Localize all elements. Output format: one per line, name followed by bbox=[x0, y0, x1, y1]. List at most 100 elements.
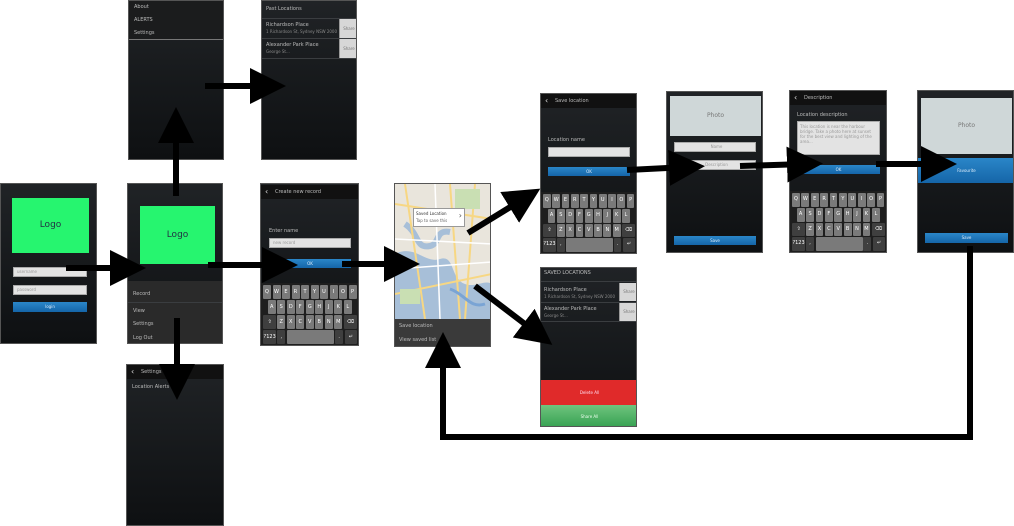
key-s[interactable]: S bbox=[556, 208, 565, 223]
key-s[interactable]: S bbox=[806, 207, 814, 222]
location-name-input[interactable] bbox=[548, 147, 630, 157]
space-key[interactable] bbox=[566, 238, 613, 252]
symbols-key[interactable]: ?123 bbox=[792, 237, 806, 251]
menu-item-logout[interactable]: Log Out bbox=[133, 335, 153, 341]
enter-key[interactable]: ↵ bbox=[344, 330, 358, 344]
key-z[interactable]: Z bbox=[556, 223, 565, 238]
backspace-key[interactable]: ⌫ bbox=[871, 222, 886, 237]
share-button[interactable]: Share bbox=[339, 39, 356, 58]
key-x[interactable]: X bbox=[815, 222, 824, 237]
key-o[interactable]: O bbox=[617, 194, 626, 208]
menu-item-settings[interactable]: Settings bbox=[134, 30, 155, 36]
key-v[interactable]: V bbox=[834, 222, 843, 237]
key-h[interactable]: H bbox=[594, 208, 602, 223]
menu-item-settings[interactable]: Settings bbox=[133, 321, 154, 327]
key-g[interactable]: G bbox=[834, 207, 843, 222]
key-v[interactable]: V bbox=[305, 315, 314, 329]
key-g[interactable]: G bbox=[584, 208, 593, 223]
key-a[interactable]: A bbox=[267, 300, 276, 314]
period-key[interactable]: . bbox=[863, 237, 872, 251]
list-item-name[interactable]: Richardson Place bbox=[266, 22, 309, 28]
key-x[interactable]: X bbox=[566, 223, 575, 238]
back-icon[interactable]: ‹ bbox=[545, 96, 549, 105]
shift-key[interactable]: ⇧ bbox=[792, 222, 806, 237]
login-button[interactable]: login bbox=[13, 302, 87, 312]
key-d[interactable]: D bbox=[566, 208, 575, 223]
photo-placeholder[interactable]: Photo bbox=[921, 98, 1012, 154]
key-j[interactable]: J bbox=[324, 300, 333, 314]
menu-item-record[interactable]: Record bbox=[133, 291, 151, 297]
comma-key[interactable]: , bbox=[806, 237, 814, 251]
backspace-key[interactable]: ⌫ bbox=[343, 315, 358, 329]
key-w[interactable]: W bbox=[272, 285, 281, 299]
key-m[interactable]: M bbox=[862, 222, 871, 237]
menu-item-about[interactable]: About bbox=[134, 4, 149, 10]
key-e[interactable]: E bbox=[282, 285, 290, 299]
backspace-key[interactable]: ⌫ bbox=[622, 223, 636, 238]
menu-item-alerts[interactable]: ALERTS bbox=[134, 17, 153, 23]
symbols-key[interactable]: ?123 bbox=[263, 330, 277, 344]
key-c[interactable]: C bbox=[575, 223, 584, 238]
key-t[interactable]: T bbox=[301, 285, 309, 299]
password-field[interactable]: password bbox=[13, 285, 87, 295]
share-button[interactable]: Share bbox=[339, 19, 356, 38]
enter-key[interactable]: ↵ bbox=[872, 237, 886, 251]
key-o[interactable]: O bbox=[339, 285, 347, 299]
save-button[interactable]: Save bbox=[674, 236, 756, 245]
key-j[interactable]: J bbox=[853, 207, 861, 222]
share-button[interactable]: Share bbox=[619, 303, 636, 321]
space-key[interactable] bbox=[815, 237, 863, 251]
ok-button[interactable]: OK bbox=[269, 259, 351, 268]
key-h[interactable]: H bbox=[843, 207, 852, 222]
key-m[interactable]: M bbox=[334, 315, 343, 329]
ok-button[interactable]: OK bbox=[797, 165, 880, 174]
share-button[interactable]: Share bbox=[619, 283, 636, 301]
key-o[interactable]: O bbox=[867, 193, 876, 207]
period-key[interactable]: . bbox=[335, 330, 344, 344]
space-key[interactable] bbox=[286, 330, 335, 344]
key-b[interactable]: B bbox=[843, 222, 852, 237]
delete-all-button[interactable]: Delete All bbox=[541, 380, 636, 405]
key-p[interactable]: P bbox=[626, 194, 635, 208]
menu-item-view-saved[interactable]: View saved list bbox=[399, 337, 437, 343]
key-a[interactable]: A bbox=[547, 208, 556, 223]
key-e[interactable]: E bbox=[561, 194, 570, 208]
list-item-name[interactable]: Alexander Park Place bbox=[266, 42, 319, 48]
key-u[interactable]: U bbox=[848, 193, 857, 207]
key-i[interactable]: I bbox=[608, 194, 616, 208]
key-f[interactable]: F bbox=[824, 207, 833, 222]
key-r[interactable]: R bbox=[291, 285, 300, 299]
key-r[interactable]: R bbox=[570, 194, 579, 208]
menu-item-save-location[interactable]: Save location bbox=[399, 323, 433, 329]
list-item-name[interactable]: Richardson Place bbox=[544, 287, 587, 293]
key-b[interactable]: B bbox=[594, 223, 602, 238]
key-f[interactable]: F bbox=[296, 300, 305, 314]
back-icon[interactable]: ‹ bbox=[794, 93, 798, 102]
key-t[interactable]: T bbox=[829, 193, 838, 207]
key-u[interactable]: U bbox=[598, 194, 607, 208]
comma-key[interactable]: , bbox=[277, 330, 286, 344]
key-x[interactable]: X bbox=[286, 315, 295, 329]
key-k[interactable]: K bbox=[612, 208, 621, 223]
key-e[interactable]: E bbox=[810, 193, 819, 207]
enter-key[interactable]: ↵ bbox=[622, 238, 636, 252]
description-textarea[interactable]: This location is near the harbour bridge… bbox=[797, 121, 880, 155]
key-w[interactable]: W bbox=[552, 194, 561, 208]
key-i[interactable]: I bbox=[329, 285, 338, 299]
key-n[interactable]: N bbox=[603, 223, 612, 238]
photo-placeholder[interactable]: Photo bbox=[670, 96, 761, 136]
key-l[interactable]: L bbox=[343, 300, 352, 314]
key-p[interactable]: P bbox=[348, 285, 357, 299]
key-j[interactable]: J bbox=[603, 208, 612, 223]
key-p[interactable]: P bbox=[876, 193, 885, 207]
key-s[interactable]: S bbox=[277, 300, 286, 314]
key-n[interactable]: N bbox=[324, 315, 333, 329]
back-icon[interactable]: ‹ bbox=[131, 367, 135, 376]
key-q[interactable]: Q bbox=[543, 194, 551, 208]
key-k[interactable]: K bbox=[862, 207, 871, 222]
shift-key[interactable]: ⇧ bbox=[543, 223, 557, 238]
key-u[interactable]: U bbox=[320, 285, 328, 299]
key-d[interactable]: D bbox=[815, 207, 824, 222]
key-y[interactable]: Y bbox=[589, 194, 598, 208]
key-z[interactable]: Z bbox=[277, 315, 286, 329]
